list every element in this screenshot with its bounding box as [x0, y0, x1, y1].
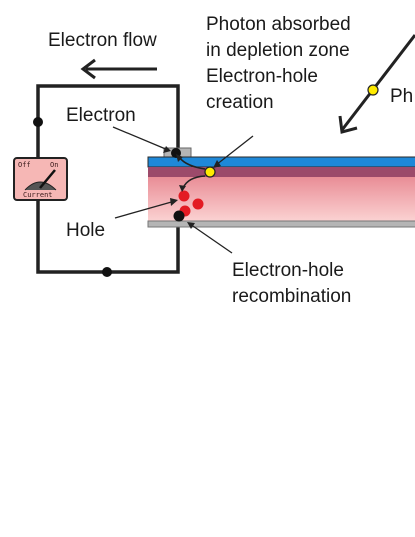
- photon-label-leader: [215, 135, 254, 166]
- electron-label: Electron: [66, 105, 136, 126]
- photon-in-cell: [204, 166, 216, 178]
- current-meter: Off On Current: [13, 157, 68, 201]
- photon-label-leader-head: [213, 160, 221, 168]
- n-type-layer: [147, 156, 415, 168]
- photon-ray-arrowhead: [338, 115, 358, 134]
- photon-partial-label: Ph: [390, 86, 413, 107]
- electron-recombining: [173, 210, 185, 222]
- photon: [367, 84, 379, 96]
- hole-label: Hole: [66, 220, 105, 241]
- electron-path-arrow: [179, 157, 206, 170]
- electron-flow-label: Electron flow: [48, 30, 157, 51]
- photon-label-line1: Photon absorbed: [206, 14, 351, 35]
- electron-path-arrowhead: [176, 154, 183, 162]
- hole-2: [192, 198, 204, 210]
- wire-junction-left: [33, 117, 43, 127]
- meter-caption: Current: [23, 191, 53, 199]
- photon-ray: [340, 34, 415, 131]
- hole-label-leader: [114, 200, 176, 219]
- electron-label-leader-head: [163, 146, 171, 153]
- recomb-label-line2: recombination: [232, 286, 351, 307]
- depletion-layer: [148, 167, 415, 177]
- meter-off-label: Off: [18, 161, 31, 169]
- hole-path-arrowhead: [179, 185, 186, 192]
- electron-label-leader: [112, 126, 169, 151]
- meter-on-label: On: [50, 161, 58, 169]
- hole-label-leader-head: [170, 198, 178, 206]
- photon-label-line3: Electron-hole: [206, 66, 318, 87]
- meter-needle: [39, 169, 56, 189]
- hole-1: [178, 190, 190, 202]
- recomb-label-leader: [189, 223, 233, 254]
- p-type-layer: [148, 177, 415, 221]
- photon-label-line2: in depletion zone: [206, 40, 350, 61]
- photon-label-line4: creation: [206, 92, 274, 113]
- electron-flow-arrowhead: [80, 58, 96, 80]
- recomb-label-line1: Electron-hole: [232, 260, 344, 281]
- wire-junction-bottom: [102, 267, 112, 277]
- recomb-label-leader-head: [187, 222, 195, 229]
- bottom-contact: [147, 220, 415, 228]
